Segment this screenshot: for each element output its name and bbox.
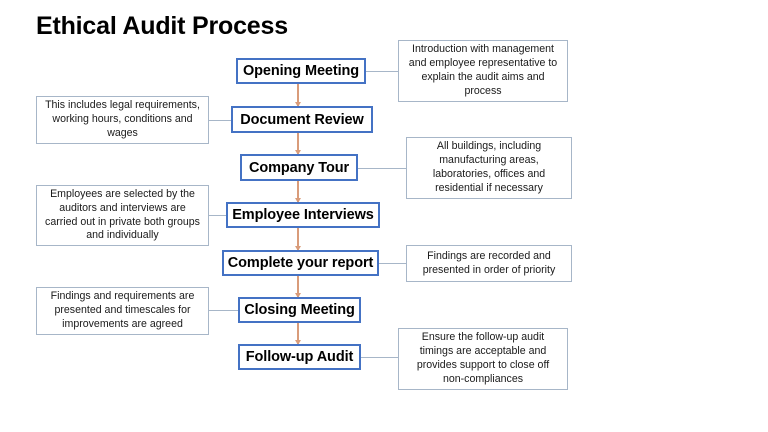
note-text: Introduction with management and employe…	[408, 43, 558, 97]
connector-opening-meeting	[366, 71, 406, 72]
note-text: Findings and requirements are presented …	[50, 290, 195, 330]
note-text: All buildings, including manufacturing a…	[432, 140, 546, 194]
note-complete-your-report[interactable]: Findings are recorded and presented in o…	[406, 245, 572, 282]
note-closing-meeting[interactable]: Findings and requirements are presented …	[36, 287, 209, 335]
process-step-label: Opening Meeting	[242, 63, 360, 79]
note-text: This includes legal requirements, workin…	[45, 99, 200, 139]
process-step-label: Complete your report	[227, 255, 374, 271]
flow-arrow-6	[297, 323, 299, 344]
flow-arrow-1	[297, 84, 299, 106]
connector-follow-up-audit	[358, 357, 406, 358]
process-step-follow-up-audit[interactable]: Follow-up Audit	[238, 344, 361, 370]
process-step-opening-meeting[interactable]: Opening Meeting	[236, 58, 366, 84]
process-step-label: Closing Meeting	[244, 302, 355, 318]
connector-closing-meeting	[209, 310, 238, 311]
note-follow-up-audit[interactable]: Ensure the follow-up audit timings are a…	[398, 328, 568, 390]
flow-arrow-4	[297, 228, 299, 250]
process-step-employee-interviews[interactable]: Employee Interviews	[226, 202, 380, 228]
process-step-label: Document Review	[240, 111, 364, 128]
flow-arrow-3	[297, 181, 299, 202]
note-document-review[interactable]: This includes legal requirements, workin…	[36, 96, 209, 144]
process-step-label: Company Tour	[248, 159, 350, 176]
note-opening-meeting[interactable]: Introduction with management and employe…	[398, 40, 568, 102]
note-company-tour[interactable]: All buildings, including manufacturing a…	[406, 137, 572, 199]
connector-complete-report	[379, 263, 406, 264]
note-text: Ensure the follow-up audit timings are a…	[416, 331, 550, 385]
page-title: Ethical Audit Process	[36, 12, 288, 40]
process-step-document-review[interactable]: Document Review	[231, 106, 373, 133]
note-text: Employees are selected by the auditors a…	[45, 187, 200, 242]
connector-employee-interviews	[209, 215, 226, 216]
process-step-company-tour[interactable]: Company Tour	[240, 154, 358, 181]
note-text: Findings are recorded and presented in o…	[422, 249, 556, 276]
flow-arrow-2	[297, 133, 299, 154]
connector-company-tour	[358, 168, 406, 169]
process-step-label: Follow-up Audit	[245, 349, 354, 365]
flow-arrow-5	[297, 276, 299, 297]
process-step-complete-your-report[interactable]: Complete your report	[222, 250, 379, 276]
connector-document-review	[209, 120, 231, 121]
note-employee-interviews[interactable]: Employees are selected by the auditors a…	[36, 185, 209, 246]
process-step-label: Employee Interviews	[232, 207, 374, 223]
process-step-closing-meeting[interactable]: Closing Meeting	[238, 297, 361, 323]
